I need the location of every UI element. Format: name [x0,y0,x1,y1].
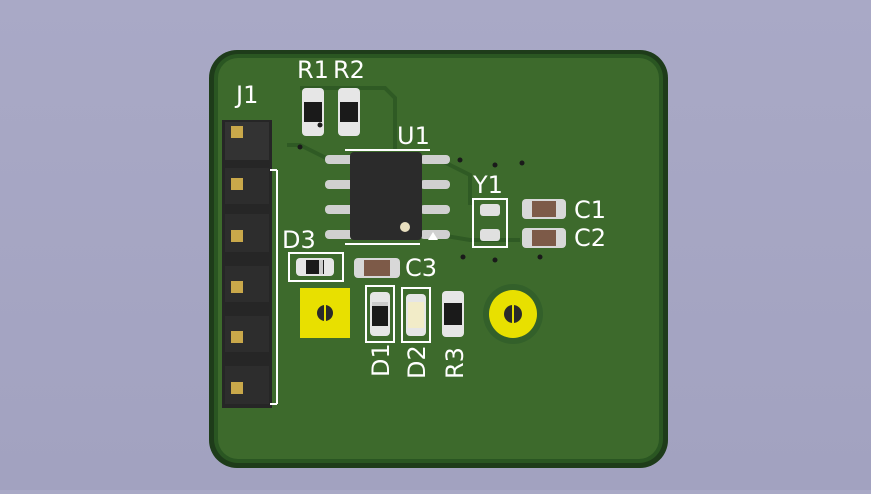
vias [297,122,543,263]
capacitor-c3 [354,258,400,278]
label-c3: C3 [405,254,437,282]
diode-d3 [288,252,344,282]
silkscreen-labels: J1 R1 R2 U1 Y1 C1 C2 D3 C3 D1 D2 R3 [234,56,606,379]
header-pins [225,122,269,404]
label-y1: Y1 [472,171,503,199]
copper-fill [218,58,659,459]
resistor-r1 [302,88,324,136]
header-pin [231,178,243,190]
diode-d1 [365,285,395,343]
connector-j1 [222,120,278,408]
ic-body [350,152,422,240]
header-pin [231,382,243,394]
ic-u1 [325,149,450,245]
header-pin [231,230,243,242]
header-body [222,120,272,408]
header-pin [231,126,243,138]
header-pin [231,331,243,343]
label-u1: U1 [397,122,430,150]
label-r2: R2 [333,56,365,84]
diode-d2 [401,287,431,343]
label-j1: J1 [234,81,258,109]
resistor-r2 [338,88,360,136]
label-c1: C1 [574,196,606,224]
label-d3: D3 [282,226,316,254]
crystal-y1 [472,198,508,248]
label-d1: D1 [367,343,395,377]
pin1-arrow-icon [428,232,438,240]
test-pad-round [483,284,543,344]
header-pin [231,281,243,293]
label-d2: D2 [403,345,431,379]
capacitor-c1 [522,199,566,219]
test-pad-square [300,288,350,338]
pin1-marker [400,222,410,232]
resistor-r3 [442,291,464,337]
capacitor-c2 [522,228,566,248]
label-r3: R3 [441,347,469,379]
label-c2: C2 [574,224,606,252]
label-r1: R1 [297,56,329,84]
